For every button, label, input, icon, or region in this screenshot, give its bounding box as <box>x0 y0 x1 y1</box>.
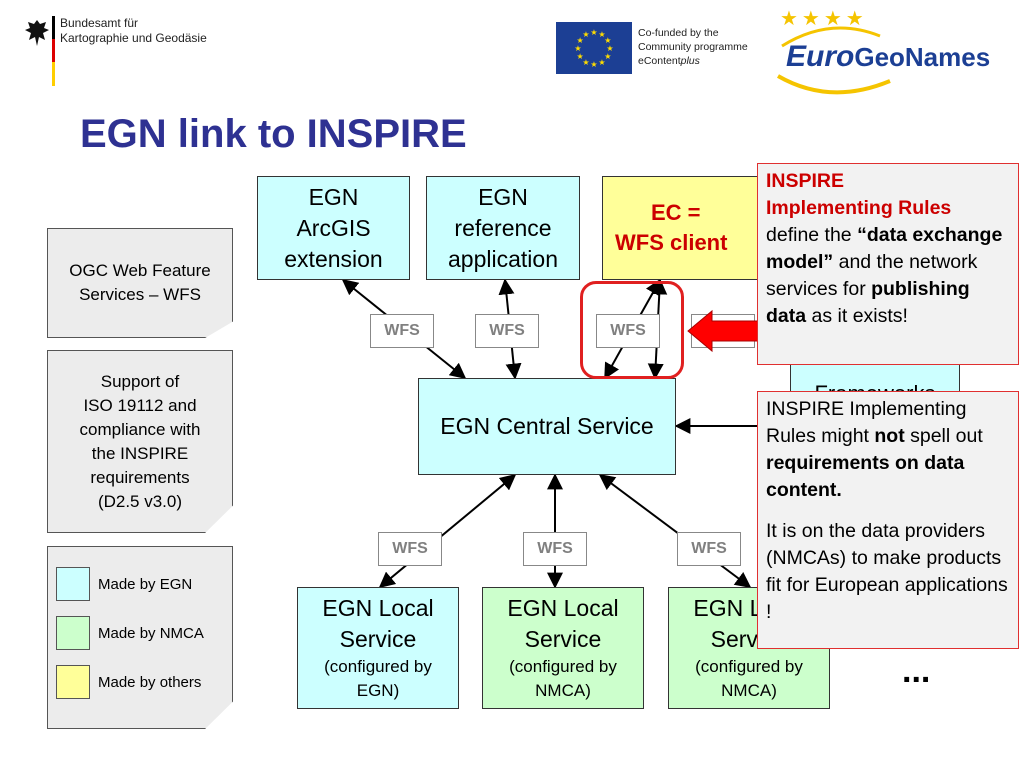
eu-star-icon: ★ <box>577 36 584 45</box>
logo-euro: Euro <box>786 40 855 73</box>
eu-star-icon: ★ <box>582 30 589 39</box>
eu-flag: ★★★★★★★★★★★★ <box>556 22 632 74</box>
egn-central-service-box: EGN Central Service <box>418 378 676 475</box>
eagle-icon <box>25 20 49 46</box>
legend-swatch <box>56 567 90 601</box>
page-title: EGN link to INSPIRE <box>80 112 467 156</box>
eu-star-icon: ★ <box>590 60 597 69</box>
wfs-highlight <box>580 281 684 379</box>
wfs-label-bottom-1: WFS <box>378 532 442 566</box>
eu-star-icon: ★ <box>604 36 611 45</box>
eu-star-icon: ★ <box>577 52 584 61</box>
legend-swatch <box>56 665 90 699</box>
legend-item-others: Made by others <box>56 665 232 699</box>
eu-star-icon: ★ <box>598 30 605 39</box>
wfs-label-bottom-3: WFS <box>677 532 741 566</box>
eurogeonames-logo: ★★★★ EuroGeoNames <box>770 6 1010 98</box>
eu-star-icon: ★ <box>582 58 589 67</box>
ellipsis: ... <box>902 652 931 690</box>
wfs-label-top-1: WFS <box>370 314 434 348</box>
legend: Made by EGN Made by NMCA Made by others <box>47 546 233 729</box>
eu-star-icon: ★ <box>598 58 605 67</box>
cofunded-text: Co-funded by the Community programme eCo… <box>638 27 748 67</box>
inspire-rules-callout: INSPIRE Implementing Rules define the “d… <box>757 163 1019 365</box>
eu-star-icon: ★ <box>574 44 581 53</box>
ec-wfs-client-box: EC =WFS client <box>602 176 762 280</box>
legend-item-egn: Made by EGN <box>56 567 232 601</box>
flag-stripe <box>52 16 55 86</box>
wfs-label-bottom-2: WFS <box>523 532 587 566</box>
wfs-label-top-2: WFS <box>475 314 539 348</box>
logo-stars: ★★★★ <box>780 8 868 30</box>
legend-swatch <box>56 616 90 650</box>
logo-geonames: GeoNames <box>854 42 991 72</box>
data-content-callout: INSPIRE Implementing Rules might not spe… <box>757 391 1019 649</box>
eu-star-icon: ★ <box>604 52 611 61</box>
eu-star-icon: ★ <box>606 44 613 53</box>
eu-star-icon: ★ <box>590 28 597 37</box>
legend-item-nmca: Made by NMCA <box>56 616 232 650</box>
red-pointer-arrow <box>687 309 765 353</box>
